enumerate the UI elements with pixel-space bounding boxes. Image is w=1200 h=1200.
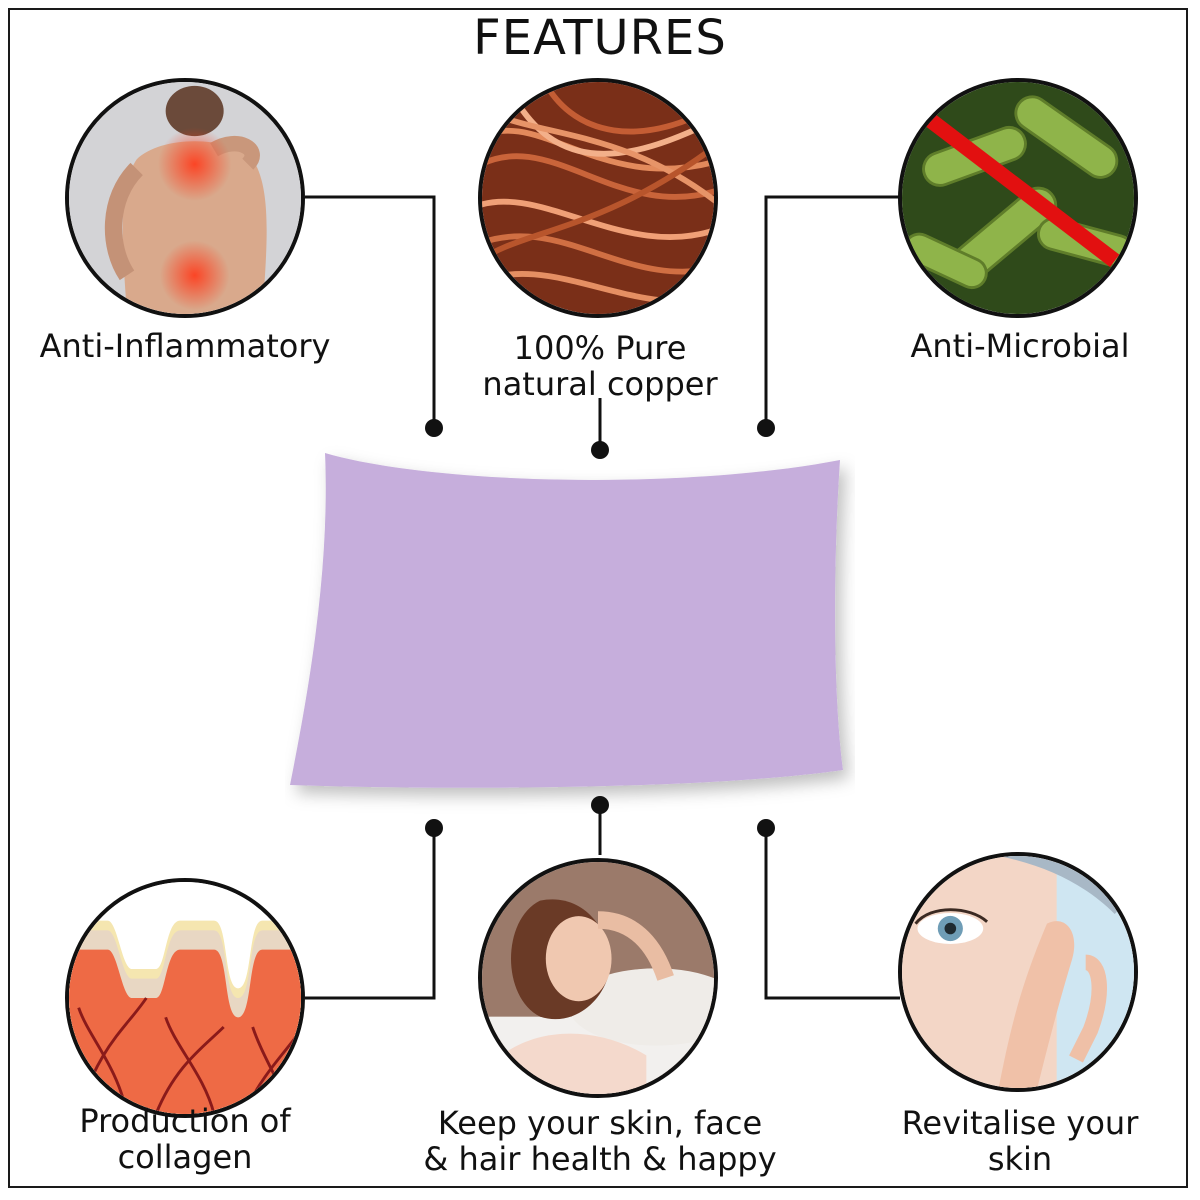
feature-label-collagen: Production of collagen: [79, 1102, 291, 1176]
border-frame: [8, 8, 1188, 1188]
feature-label-anti-microbial: Anti-Microbial: [910, 327, 1130, 365]
bacteria-crossed-icon: [898, 78, 1138, 318]
feature-label-revitalise: Revitalise your skin: [901, 1104, 1139, 1178]
back-pain-icon: [65, 78, 305, 318]
skin-layers-icon: [65, 878, 305, 1118]
copper-wire-icon: [478, 78, 718, 318]
face-eye-icon: [898, 852, 1138, 1092]
sleeping-woman-icon: [478, 858, 718, 1098]
feature-label-anti-inflammatory: Anti-Inflammatory: [39, 327, 331, 365]
feature-label-skin-face-hair: Keep your skin, face & hair health & hap…: [423, 1104, 777, 1178]
page-title: FEATURES: [473, 10, 727, 66]
pillowcase-image: [290, 453, 843, 788]
feature-label-pure-copper: 100% Pure natural copper: [482, 329, 718, 403]
